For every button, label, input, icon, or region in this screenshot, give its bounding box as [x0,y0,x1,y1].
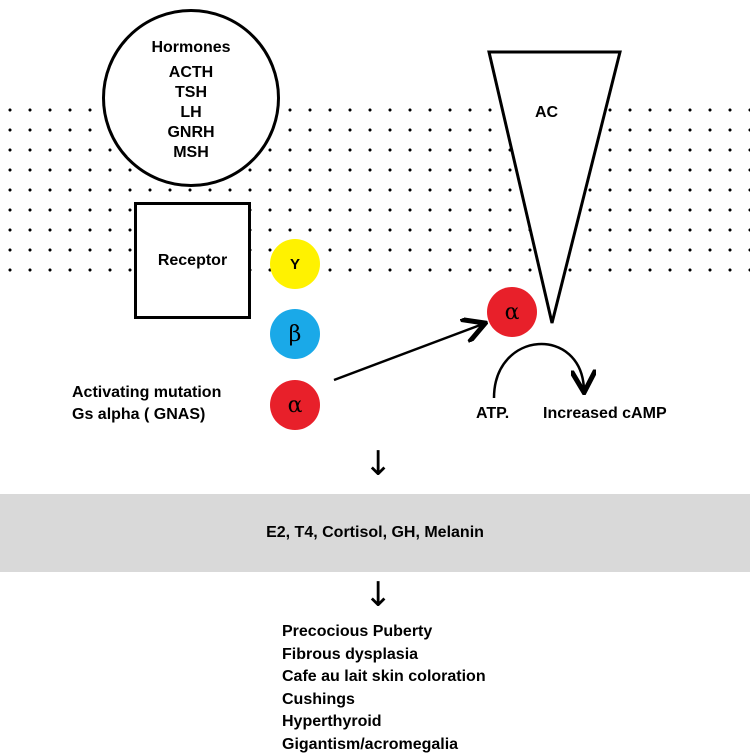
hormone-item: GNRH [105,123,277,143]
adenylate-cyclase-shape [489,52,620,323]
gamma-subunit: Y [270,239,320,289]
outcome-item: Precocious Puberty [282,621,486,644]
gamma-label: Y [290,256,300,273]
hormones-title: Hormones [105,39,277,57]
hormones-list: ACTH TSH LH GNRH MSH [105,63,277,163]
receptor-label: Receptor [137,252,248,270]
hormone-item: ACTH [105,63,277,83]
hormones-circle: Hormones ACTH TSH LH GNRH MSH [102,9,280,187]
outcome-item: Hyperthyroid [282,711,486,734]
camp-label: Increased cAMP [543,405,667,423]
mutation-label: Activating mutation Gs alpha ( GNAS) [72,382,221,426]
hormone-item: LH [105,103,277,123]
conversion-arrow [494,344,584,398]
products-band: E2, T4, Cortisol, GH, Melanin [0,494,750,572]
activated-alpha-subunit: α [487,287,537,337]
receptor-box: Receptor [134,202,251,319]
activation-arrow [334,324,483,380]
hormone-item: TSH [105,83,277,103]
outcome-item: Cushings [282,689,486,712]
beta-label: β [289,322,302,347]
mutation-line: Activating mutation [72,382,221,404]
products-text: E2, T4, Cortisol, GH, Melanin [266,524,484,542]
alpha-subunit: α [270,380,320,430]
alpha-label: α [505,300,520,325]
hormone-item: MSH [105,143,277,163]
adenylate-cyclase-label: AC [535,104,558,122]
outcomes-list: Precocious Puberty Fibrous dysplasia Caf… [282,621,486,756]
outcome-item: Cafe au lait skin coloration [282,666,486,689]
alpha-label: α [288,393,303,418]
down-arrow-icon: ↓ [364,578,393,612]
beta-subunit: β [270,309,320,359]
mutation-line: Gs alpha ( GNAS) [72,404,221,426]
down-arrow-icon: ↓ [364,447,393,481]
outcome-item: Fibrous dysplasia [282,644,486,667]
outcome-item: Gigantism/acromegalia [282,734,486,756]
atp-label: ATP. [476,405,509,423]
